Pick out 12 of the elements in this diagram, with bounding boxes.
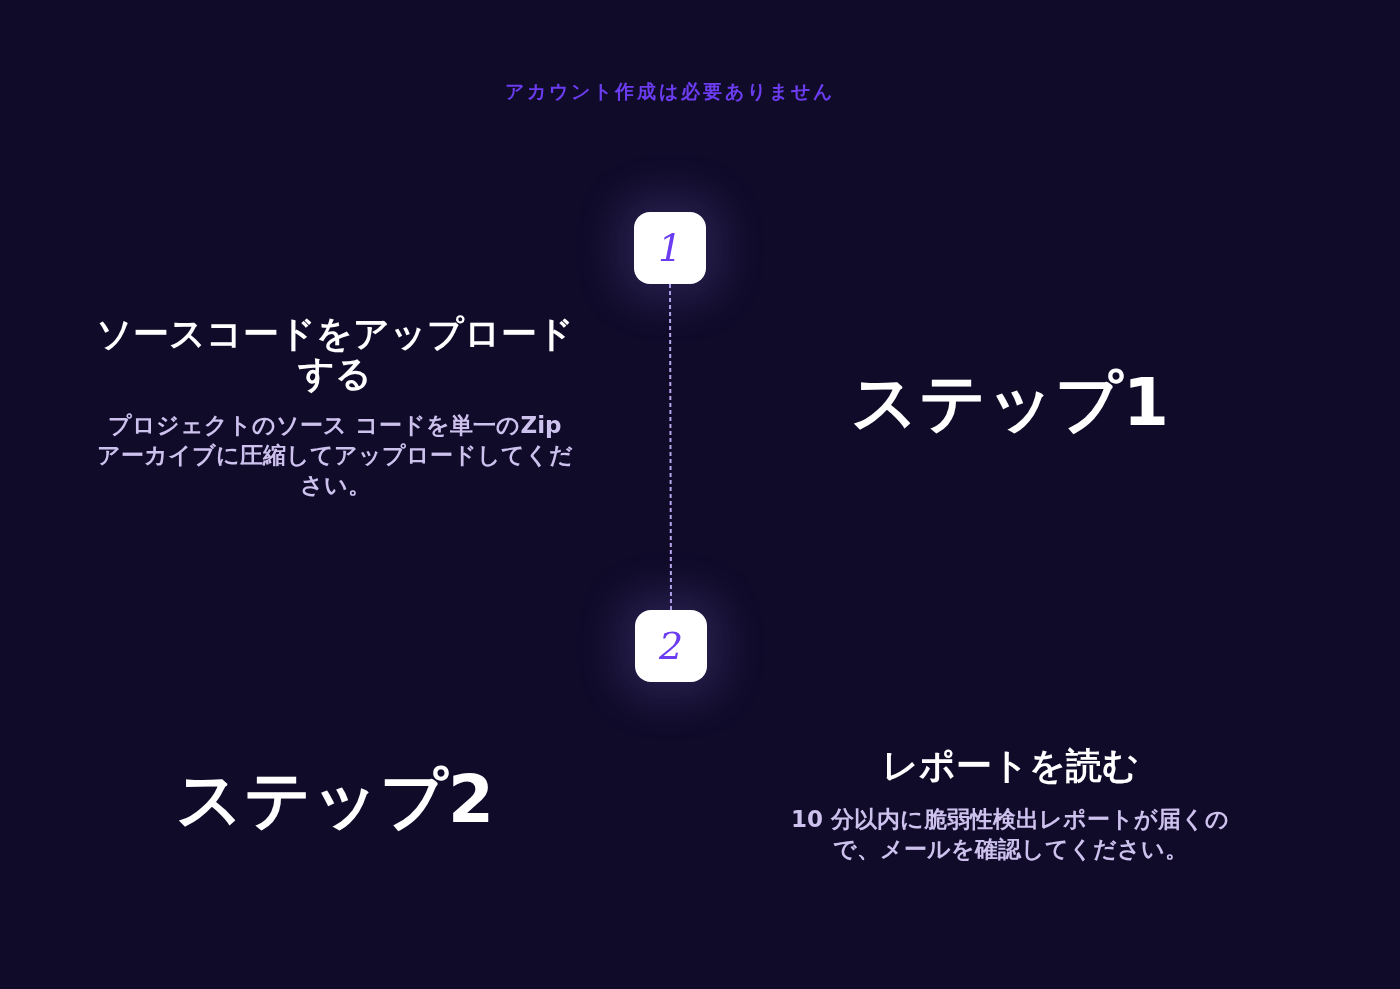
step-label: ステップ1 — [850, 363, 1170, 443]
step-number: 2 — [658, 624, 684, 668]
step-number: 1 — [657, 226, 683, 270]
step-number-box — [635, 610, 707, 682]
step-number-box — [634, 212, 706, 284]
subtitle: アカウント作成は必要ありません — [504, 79, 836, 104]
step-heading: ソースコードをアップロードする — [95, 314, 575, 394]
connector-line — [669, 283, 672, 611]
step-heading: レポートを読む — [880, 746, 1140, 786]
step-description: プロジェクトのソース コードを単一のZip アーカイブに圧縮してアップロードしてください。 — [96, 411, 574, 500]
step-label: ステップ2 — [175, 760, 495, 840]
step-description: 10 分以内に脆弱性検出レポートが届くので、メールを確認してください。 — [790, 805, 1230, 864]
